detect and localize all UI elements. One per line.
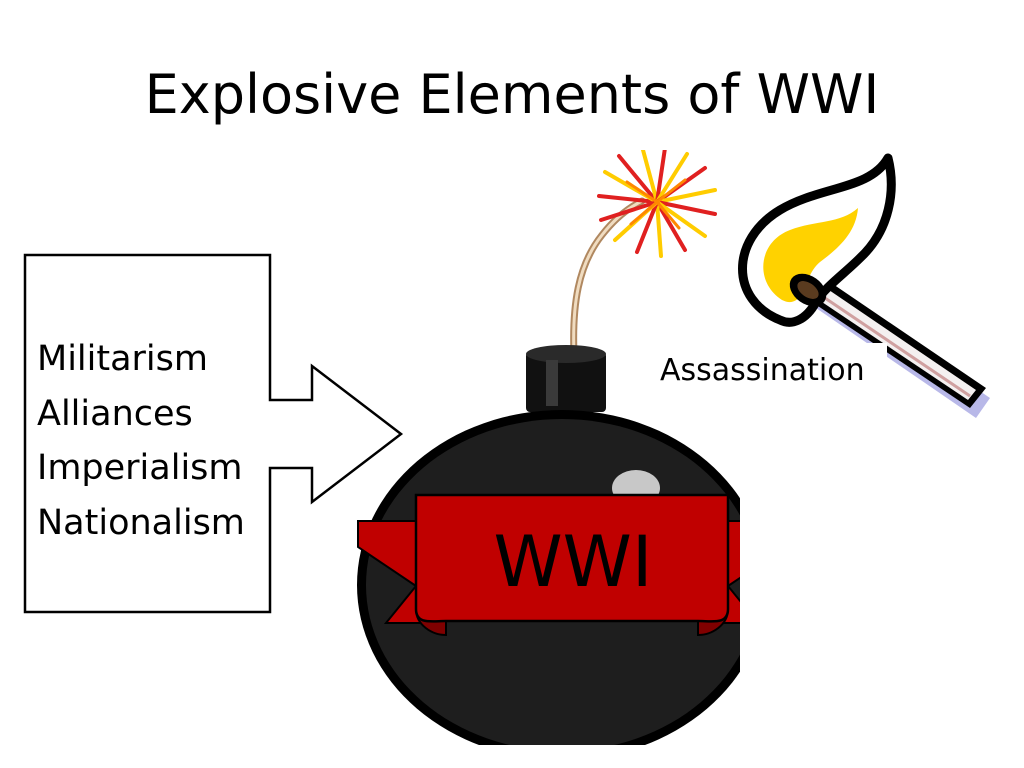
bomb-banner-label: WWI [493,521,653,603]
cause-item-nationalism: Nationalism [37,502,245,543]
cause-item-militarism: Militarism [37,339,208,379]
assassination-label: Assassination [660,353,865,388]
causes-list: Militarism Alliances Imperialism Nationa… [37,332,271,550]
bomb-icon [357,197,740,745]
cause-item-alliances: Alliances [37,393,193,434]
slide-title: Explosive Elements of WWI [144,63,880,126]
assassination-label-box [655,343,887,399]
spark-icon [597,150,717,258]
arrow-callout-shape [23,253,404,614]
cause-item-imperialism: Imperialism [37,448,243,488]
burning-match-icon [738,153,990,418]
